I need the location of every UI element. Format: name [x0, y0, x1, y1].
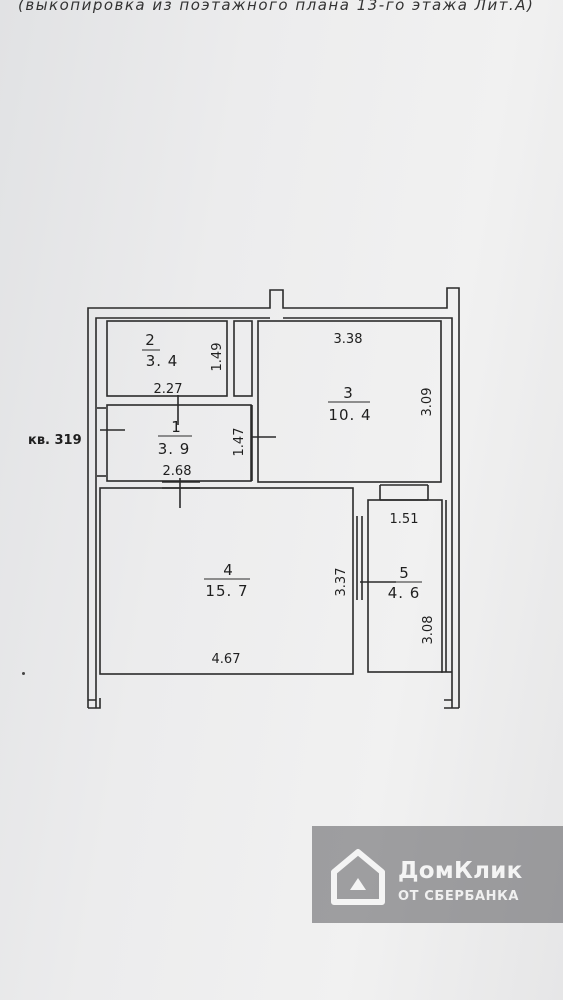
stray-dot: [22, 672, 25, 675]
watermark: ДомКлик ОТ СБЕРБАНКА: [312, 826, 563, 923]
plan-walls: [87, 287, 460, 709]
plan-caption: (выкопировка из поэтажного плана 13-го э…: [18, 0, 535, 14]
room-1-width: 2.68: [163, 464, 192, 479]
room-1-area: 3. 9: [158, 440, 191, 458]
watermark-subtitle: ОТ СБЕРБАНКА: [398, 889, 520, 904]
shaft-outline: [233, 320, 253, 397]
room-3-outline: [257, 320, 442, 483]
room-5-height: 3.08: [421, 616, 436, 645]
room-5-number: 5: [399, 564, 409, 582]
watermark-brand: ДомКлик: [398, 858, 523, 884]
room-4-width: 4.67: [212, 652, 241, 667]
room-1-height: 1.47: [232, 428, 247, 457]
outer-wall: [87, 287, 460, 708]
room-2-outline: [106, 320, 228, 397]
apartment-label: кв. 319: [28, 433, 82, 448]
room-1-outline: [106, 404, 252, 482]
room-3-area: 10. 4: [328, 406, 371, 424]
room-3-width: 3.38: [334, 332, 363, 347]
room-1-number: 1: [171, 418, 181, 436]
wall-corner-right: [444, 699, 459, 709]
room-2-height: 1.49: [210, 343, 225, 372]
room-3-number: 3: [343, 384, 353, 402]
room-4-outline: [99, 487, 354, 675]
room-5-width: 1.51: [390, 512, 419, 527]
room-4-height: 3.37: [334, 568, 349, 597]
wall-corner-left: [88, 698, 101, 709]
room-2-area: 3. 4: [146, 352, 179, 370]
room-3-height: 3.09: [420, 388, 435, 417]
room-5-area: 4. 6: [388, 584, 421, 602]
house-logo-icon: [331, 849, 385, 905]
room-4-number: 4: [223, 561, 233, 579]
outer-wall-inner-right: [283, 317, 453, 708]
outer-wall-inner-left: [95, 317, 270, 708]
room-4-area: 15. 7: [205, 582, 248, 600]
room-2-number: 2: [145, 331, 155, 349]
room-2-width: 2.27: [154, 382, 183, 397]
plan-labels: 2 3. 4 2.27 1.49 1 3. 9 2.68 1.47 3.38 3…: [28, 331, 436, 667]
